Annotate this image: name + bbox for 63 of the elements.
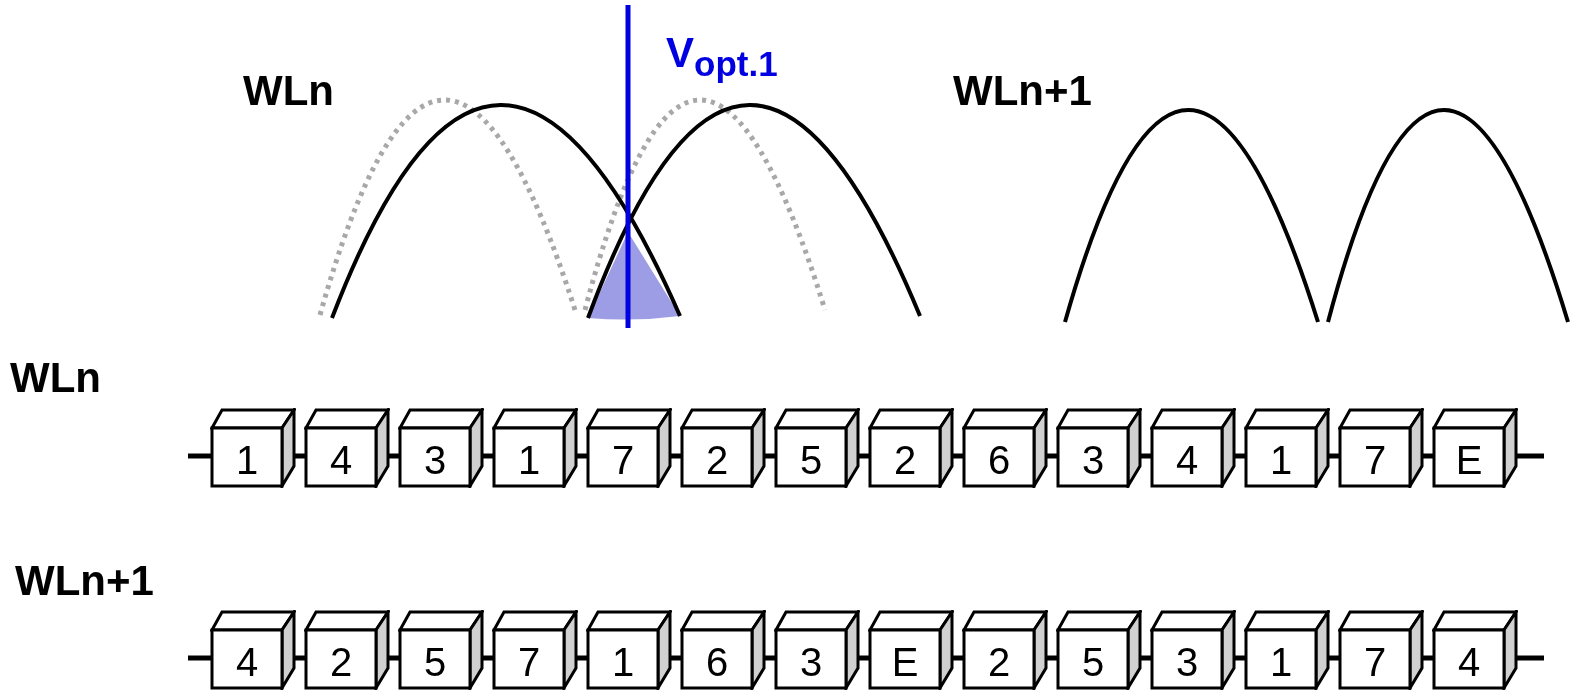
wordline-label: WLn+1 <box>15 558 154 604</box>
cell-value: 2 <box>704 438 730 482</box>
cell-value: 2 <box>986 640 1012 684</box>
cell-value: 4 <box>1174 438 1200 482</box>
string-line <box>1329 655 1339 661</box>
wordline-label: WLn+1 <box>953 68 1092 114</box>
string-line <box>671 655 681 661</box>
string-line <box>765 453 775 459</box>
string-line <box>295 453 305 459</box>
string-line <box>1047 453 1057 459</box>
wordline-label: WLn <box>10 355 101 401</box>
string-line <box>1517 655 1544 661</box>
string-line <box>1141 453 1151 459</box>
string-line <box>295 655 305 661</box>
string-line <box>765 655 775 661</box>
cell-value: 3 <box>798 640 824 684</box>
string-line <box>577 453 587 459</box>
cell-value: 4 <box>1456 640 1482 684</box>
cell-value: 1 <box>610 640 636 684</box>
string-line <box>389 655 399 661</box>
cell-value: 4 <box>234 640 260 684</box>
string-line <box>483 453 493 459</box>
cell-value: E <box>890 640 920 684</box>
cell-value: 7 <box>1362 438 1388 482</box>
string-line <box>671 453 681 459</box>
cell-value: 6 <box>986 438 1012 482</box>
string-line <box>953 453 963 459</box>
string-line <box>1423 453 1433 459</box>
cell-value: 3 <box>1080 438 1106 482</box>
cell-value: 1 <box>1268 438 1294 482</box>
cell-value: 5 <box>798 438 824 482</box>
string-line <box>483 655 493 661</box>
string-line <box>1329 453 1339 459</box>
string-line <box>188 655 211 661</box>
voltage-label: V$_{opt.1}$ <box>666 30 778 86</box>
string-line <box>953 655 963 661</box>
string-line <box>1423 655 1433 661</box>
cell-value: 7 <box>1362 640 1388 684</box>
string-line <box>1235 453 1245 459</box>
string-line <box>1141 655 1151 661</box>
string-line <box>859 453 869 459</box>
cell-value: 7 <box>610 438 636 482</box>
cell-value: E <box>1454 438 1484 482</box>
cell-value: 1 <box>516 438 542 482</box>
cell-value: 4 <box>328 438 354 482</box>
string-line <box>1517 453 1544 459</box>
cell-value: 5 <box>422 640 448 684</box>
cell-value: 2 <box>892 438 918 482</box>
string-line <box>1235 655 1245 661</box>
string-line <box>859 655 869 661</box>
string-line <box>1047 655 1057 661</box>
cell-value: 3 <box>1174 640 1200 684</box>
cell-value: 7 <box>516 640 542 684</box>
cell-value: 1 <box>1268 640 1294 684</box>
string-line <box>188 453 211 459</box>
cell-value: 6 <box>704 640 730 684</box>
wordline-label: WLn <box>243 68 334 114</box>
cell-value: 3 <box>422 438 448 482</box>
string-line <box>577 655 587 661</box>
cell-value: 1 <box>234 438 260 482</box>
string-line <box>389 453 399 459</box>
cell-value: 5 <box>1080 640 1106 684</box>
cell-value: 2 <box>328 640 354 684</box>
